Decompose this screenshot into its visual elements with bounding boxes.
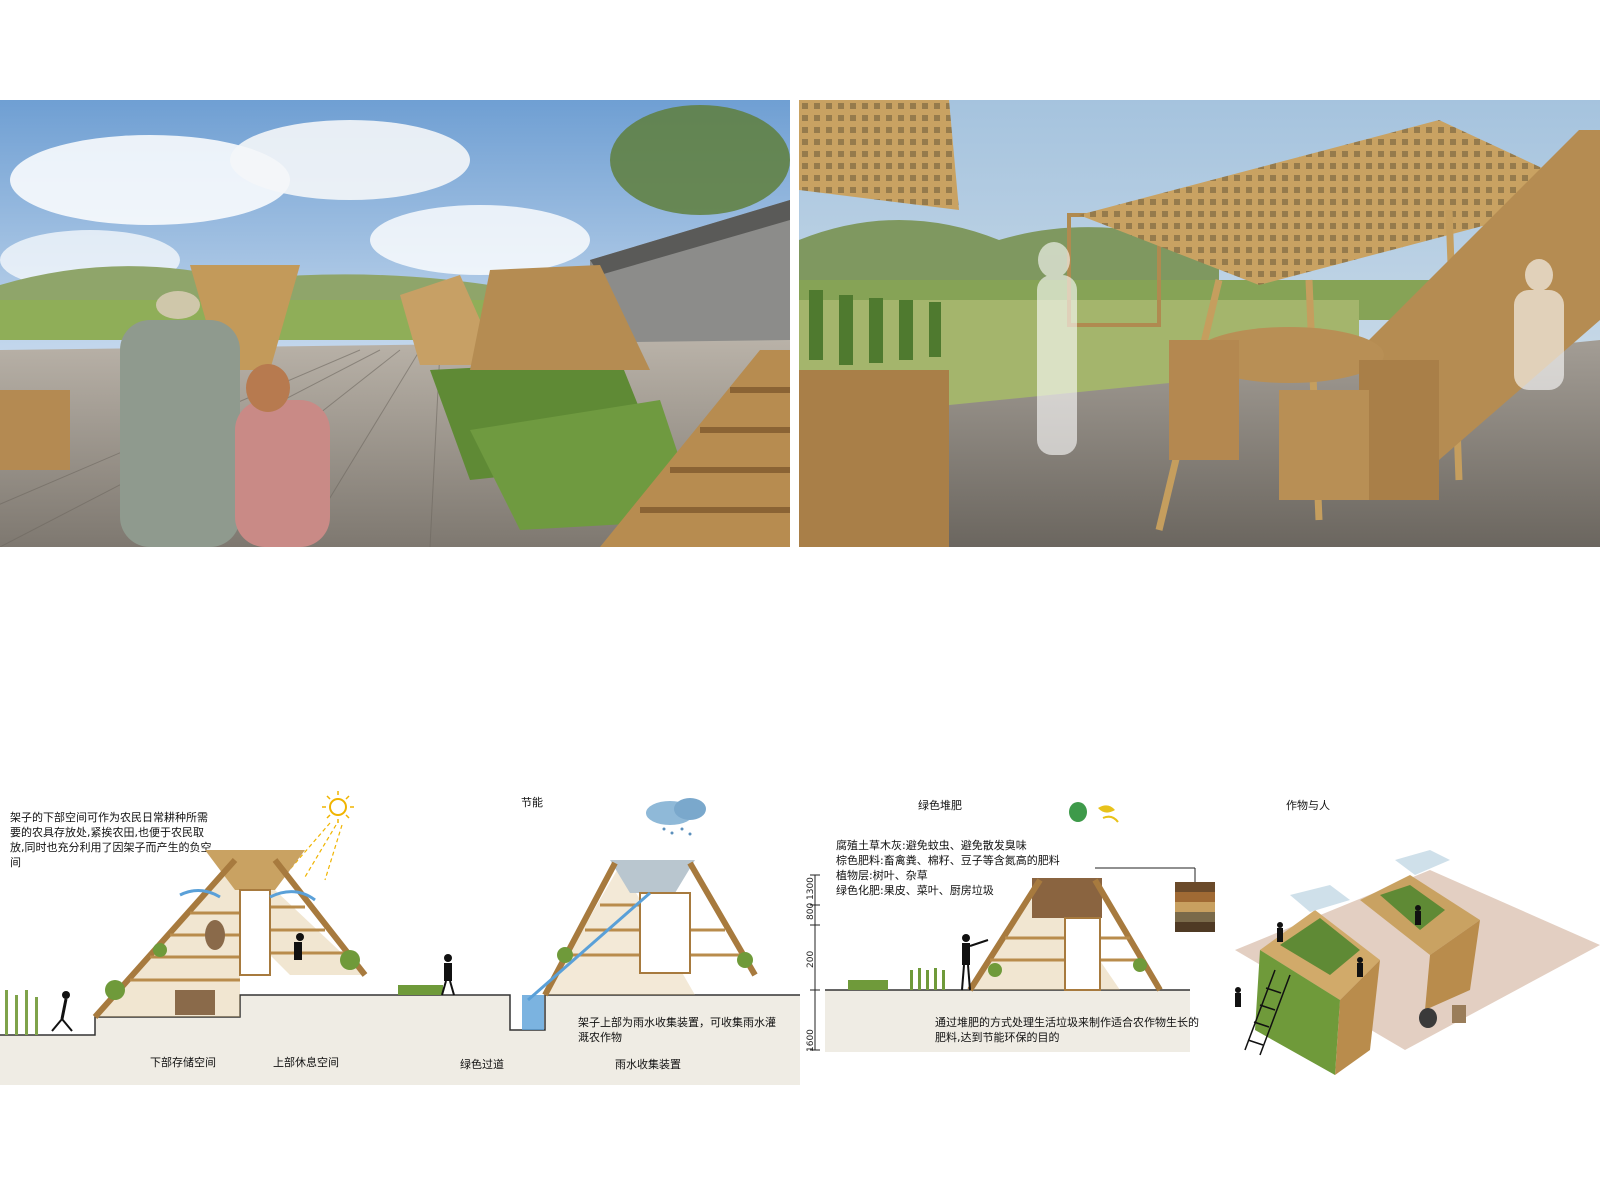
dimension-1600: 1600 <box>806 1029 816 1052</box>
compost-waste-icon <box>1069 802 1119 823</box>
heading-energy: 节能 <box>521 796 543 809</box>
heading-compost: 绿色堆肥 <box>918 799 962 812</box>
running-person-icon <box>51 991 73 1032</box>
compost-note: 通过堆肥的方式处理生活垃圾来制作适合农作物生长的肥料,达到节能环保的目的 <box>935 1016 1199 1044</box>
section-diagram-energy-image <box>0 791 800 1085</box>
compost-layer-green: 绿色化肥:果皮、菜叶、厨房垃圾 <box>836 884 994 897</box>
caption-lower-storage: 下部存储空间 <box>150 1056 216 1069</box>
rain-note: 架子上部为雨水收集装置，可收集雨水灌溉农作物 <box>578 1016 776 1044</box>
storage-note: 架子的下部空间可作为农民日常耕种所需要的农具存放处,紧挨农田,也便于农民取放,同… <box>10 811 212 869</box>
caption-rain-device: 雨水收集装置 <box>615 1058 681 1071</box>
caption-upper-rest: 上部休息空间 <box>273 1056 339 1069</box>
farmer-person-icon <box>1235 905 1421 1007</box>
section-diagram-compost <box>800 800 1220 1090</box>
isometric-crops-and-people <box>1230 850 1600 1090</box>
a-frame-rain-collector <box>522 860 758 1030</box>
compost-layers: 腐殖土草木灰:避免蚊虫、避免散发臭味 棕色肥料:畜禽粪、棉籽、豆子等含氮高的肥料… <box>836 838 1096 898</box>
rendering-deck-walkway-image <box>0 100 790 547</box>
heading-crops-people: 作物与人 <box>1286 799 1330 812</box>
dimension-200: 200 <box>806 950 816 968</box>
compost-layer-plant: 植物层:树叶、杂草 <box>836 869 928 882</box>
dimension-1300: 1300 <box>806 877 816 900</box>
seated-person-icon <box>294 933 304 960</box>
rendering-deck-walkway <box>0 100 790 547</box>
walking-person-icon <box>441 954 455 996</box>
sun-icon <box>284 791 354 881</box>
soil-layers-sample <box>1175 882 1215 932</box>
a-frame-storage-rest <box>92 850 368 1019</box>
section-diagram-compost-image <box>810 802 1215 1052</box>
dimension-800: 800 <box>806 902 816 920</box>
standing-person-icon <box>961 934 989 991</box>
caption-green-path: 绿色过道 <box>460 1058 504 1071</box>
rain-cloud-icon <box>646 798 706 836</box>
rendering-pergola-seating <box>799 100 1600 547</box>
section-diagram-energy <box>0 785 800 1085</box>
isometric-crops-and-people-image <box>1235 850 1600 1075</box>
compost-layer-ash: 腐殖土草木灰:避免蚊虫、避免散发臭味 <box>836 839 1027 852</box>
compost-layer-brown: 棕色肥料:畜禽粪、棉籽、豆子等含氮高的肥料 <box>836 854 1060 867</box>
rendering-pergola-seating-image <box>799 100 1600 547</box>
